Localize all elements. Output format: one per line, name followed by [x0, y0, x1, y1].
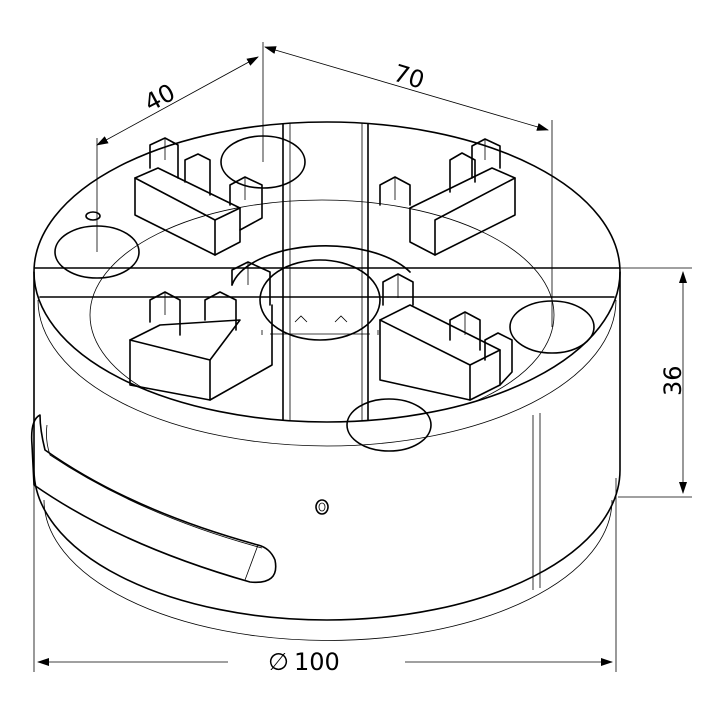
top-face-rim — [33, 121, 621, 423]
dimension-diameter-label: 100 — [294, 648, 340, 676]
cylinder-side — [33, 271, 621, 621]
dimension-40: 40 — [96, 42, 264, 252]
jaw-lower-right — [379, 273, 513, 401]
diameter-symbol: ∅ — [268, 648, 289, 676]
dimension-36: 36 — [618, 267, 692, 498]
jaw-upper-right — [379, 138, 516, 256]
center-bore — [231, 245, 411, 341]
pin-hole-top — [85, 211, 101, 221]
mounting-holes — [54, 135, 595, 515]
top-chamfer — [37, 299, 617, 447]
dimension-70: 70 — [264, 46, 553, 327]
dimension-70-label: 70 — [390, 59, 427, 95]
dimension-40-label: 40 — [140, 78, 180, 117]
side-slot — [30, 414, 277, 584]
dimension-36-label: 36 — [659, 365, 687, 396]
jaw-lower-left — [129, 261, 273, 401]
inner-recess-ring — [89, 199, 555, 422]
bottom-chamfer — [43, 499, 613, 641]
pin-hole-side — [315, 499, 329, 515]
dimension-diameter-100: ∅ 100 — [33, 478, 617, 676]
top-face — [34, 122, 620, 422]
hole-bottom — [346, 398, 432, 452]
jaw-upper-left — [134, 137, 263, 256]
